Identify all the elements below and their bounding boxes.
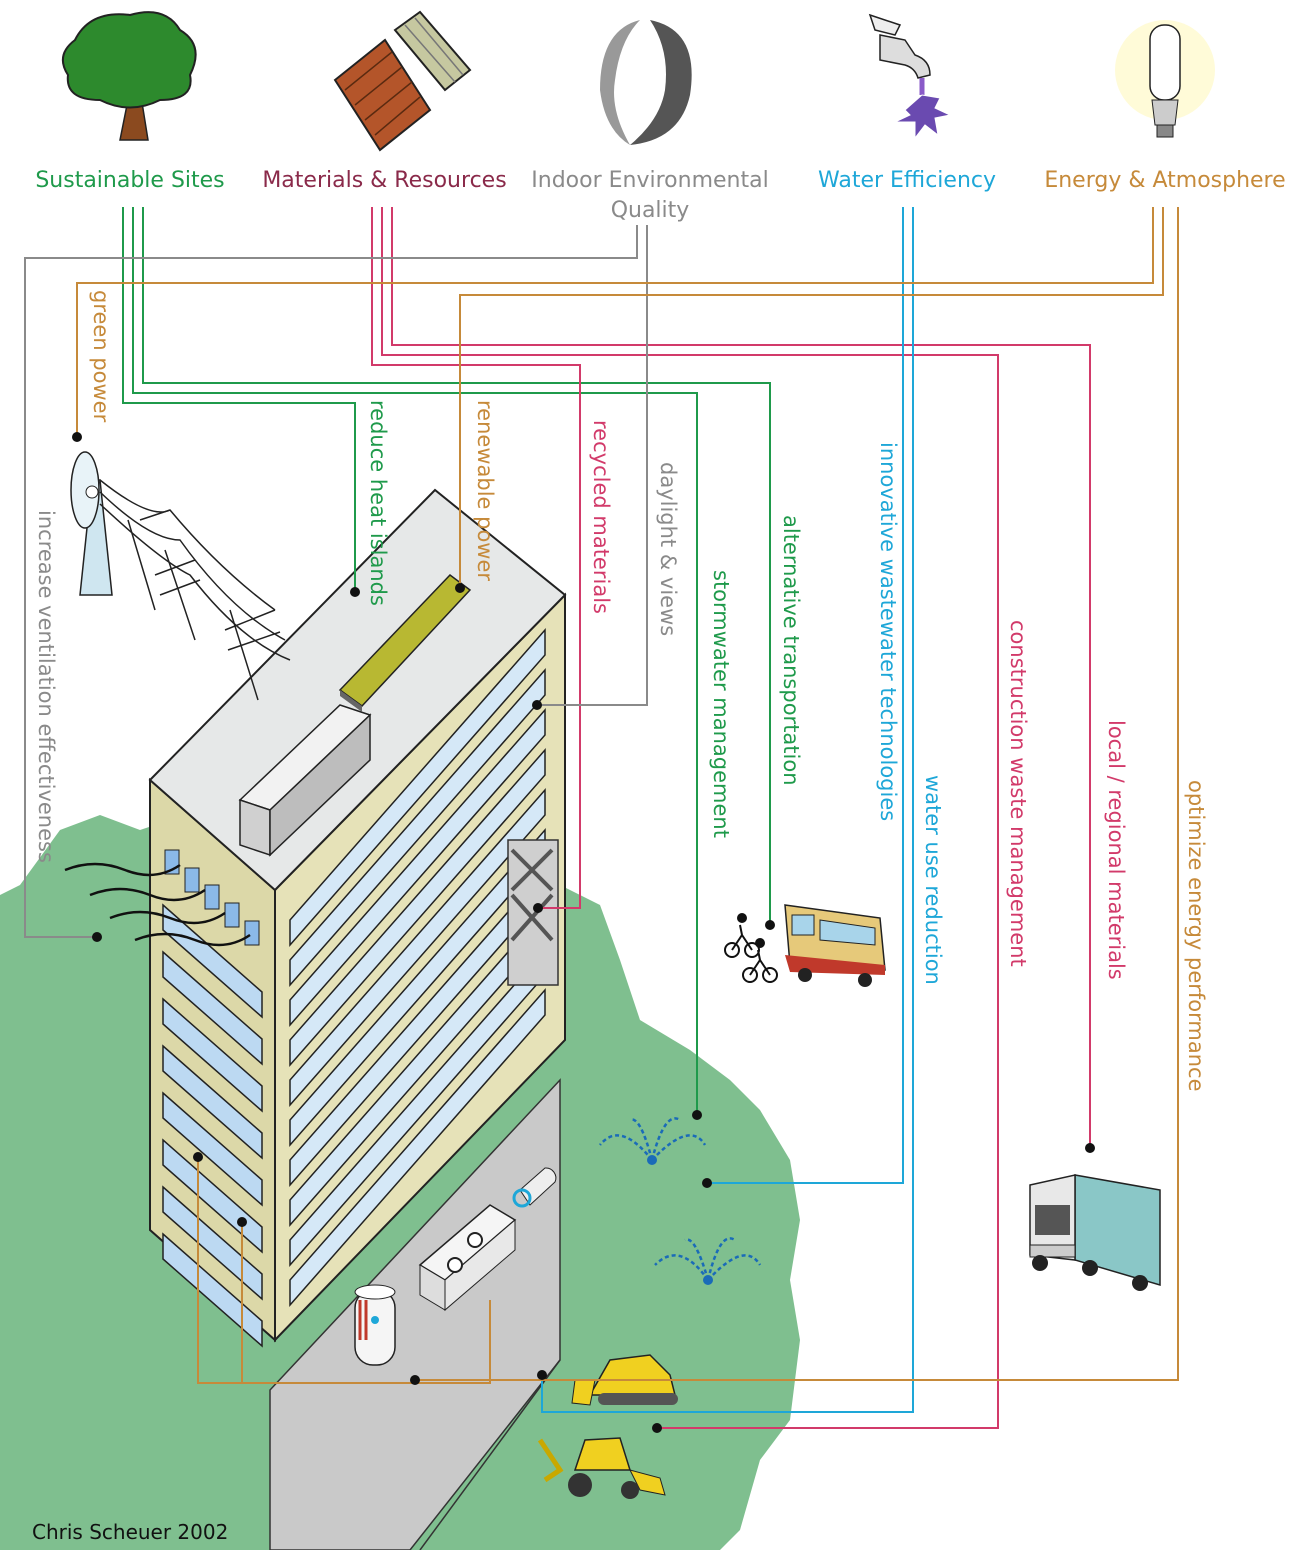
sprinkler-icons — [599, 1117, 762, 1281]
window-band — [289, 788, 546, 1107]
line-wastewater — [707, 207, 904, 1184]
window-band — [289, 988, 546, 1307]
window-band — [162, 997, 263, 1113]
bulldozer — [570, 1340, 692, 1410]
power-lines — [99, 479, 291, 701]
label-local-regional-materials: local / regional materials — [1104, 720, 1128, 980]
brick-and-lumber-icon — [333, 10, 472, 152]
label-green-power: green power — [89, 290, 113, 423]
semi-truck — [1029, 1174, 1161, 1291]
category-energy-atmosphere: Energy & Atmosphere — [1044, 168, 1286, 193]
label-stormwater-management: stormwater management — [709, 570, 733, 838]
line-green-power — [76, 207, 1154, 437]
label-recycled-materials: recycled materials — [589, 420, 613, 614]
line-ventilation — [24, 225, 638, 938]
label-daylight-views: daylight & views — [656, 462, 680, 637]
line-heat-islands — [122, 207, 356, 592]
airflow-arrows — [64, 862, 251, 947]
label-increase-ventilation: increase ventilation effectiveness — [34, 510, 58, 863]
line-stormwater — [132, 207, 698, 1115]
label-reduce-heat-islands: reduce heat islands — [366, 400, 390, 606]
category-water-efficiency: Water Efficiency — [818, 168, 996, 193]
faucet-icon — [868, 13, 952, 140]
window-band — [289, 628, 546, 947]
category-indoor-line2: Quality — [610, 198, 690, 223]
label-optimize-energy: optimize energy performance — [1184, 780, 1208, 1092]
tree-icon — [61, 11, 197, 141]
bus — [784, 904, 886, 987]
window-band — [162, 1138, 263, 1254]
bicyclists — [724, 913, 778, 983]
window-band — [162, 950, 263, 1066]
endpoint-dots — [72, 432, 1095, 1433]
window-band — [162, 903, 263, 1019]
window-band — [162, 1232, 263, 1348]
category-indoor-line1: Indoor Environmental — [531, 168, 769, 193]
category-sustainable-sites: Sustainable Sites — [35, 168, 225, 193]
mechanical-equipment — [354, 1167, 557, 1366]
label-innovative-wastewater: innovative wastewater technologies — [876, 442, 900, 822]
vent-grilles — [164, 849, 260, 946]
category-materials-resources: Materials & Resources — [262, 168, 507, 193]
window-band — [289, 748, 546, 1067]
line-recycled — [371, 207, 581, 909]
window-band — [162, 1091, 263, 1207]
wind-turbine — [70, 451, 113, 596]
plaza-edge — [419, 1359, 561, 1551]
category-indoor-environmental-quality: Indoor Environmental Quality — [520, 166, 780, 226]
line-water-use — [541, 207, 914, 1413]
line-local-regional — [391, 207, 1091, 1148]
label-construction-waste: construction waste management — [1006, 620, 1030, 967]
label-water-use-reduction: water use reduction — [921, 775, 945, 985]
line-alt-transport — [142, 207, 771, 925]
backhoe-loader — [535, 1425, 680, 1507]
connector-lines — [24, 207, 1179, 1429]
line-daylight — [537, 225, 648, 706]
author-credit: Chris Scheuer 2002 — [32, 1520, 229, 1544]
line-renewable — [459, 207, 1164, 588]
light-bulb-icon — [1115, 20, 1215, 138]
line-construction-waste — [381, 207, 999, 1429]
label-alternative-transportation: alternative transportation — [779, 515, 803, 786]
window-band — [162, 1044, 263, 1160]
window-band — [289, 708, 546, 1027]
label-renewable-power: renewable power — [473, 400, 497, 582]
window-band — [289, 668, 546, 987]
line-optimize-energy — [415, 207, 1179, 1381]
swirl-icon — [600, 20, 692, 145]
window-band — [162, 1185, 263, 1301]
